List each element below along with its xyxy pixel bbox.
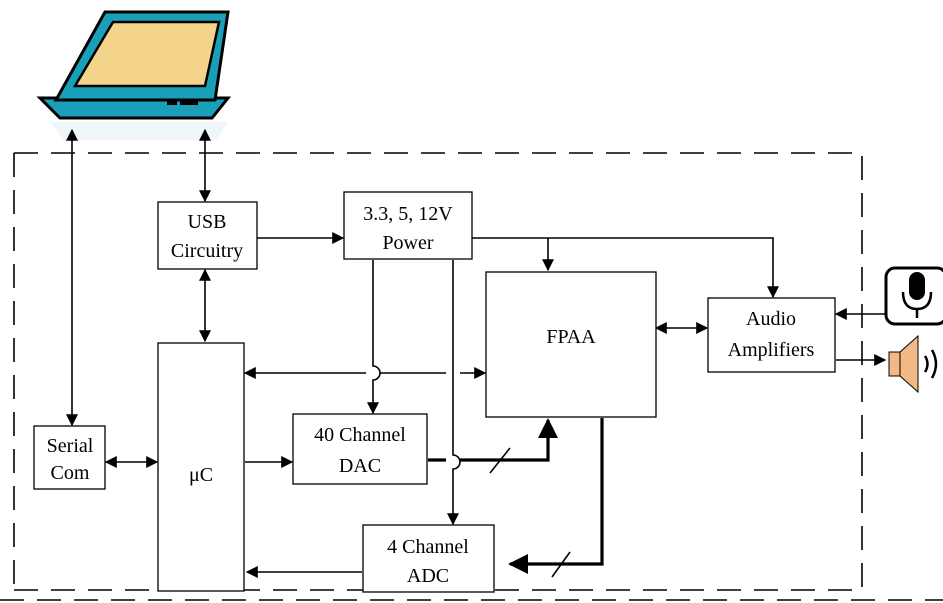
microphone-icon [886,268,943,324]
power-block: 3.3, 5, 12V Power [344,192,472,259]
serial-com-block: Serial Com [34,426,105,489]
dac-block: 40 Channel DAC [293,414,427,484]
adc-block: 4 Channel ADC [363,525,494,592]
serial-label-line1: Serial [47,435,94,457]
usb-label-line1: USB [188,211,227,233]
microcontroller-block: μC [158,343,244,591]
audio-amplifiers-block: Audio Amplifiers [708,298,835,372]
laptop-icon [40,12,228,140]
adc-label-line2: ADC [407,565,449,587]
fpaa-block: FPAA [486,272,656,417]
adc-label-line1: 4 Channel [387,536,469,558]
speaker-icon [889,336,936,392]
power-label-line2: Power [382,232,433,254]
usb-label-line2: Circuitry [171,240,243,262]
audio-label-line1: Audio [746,308,796,330]
fpaa-label: FPAA [546,326,596,348]
mcu-label: μC [189,464,213,486]
serial-label-line2: Com [51,462,90,484]
dac-label-line1: 40 Channel [314,424,406,446]
audio-label-line2: Amplifiers [728,339,815,361]
usb-circuitry-block: USB Circuitry [158,202,257,269]
dac-label-line2: DAC [339,455,381,477]
power-label-line1: 3.3, 5, 12V [363,203,453,225]
